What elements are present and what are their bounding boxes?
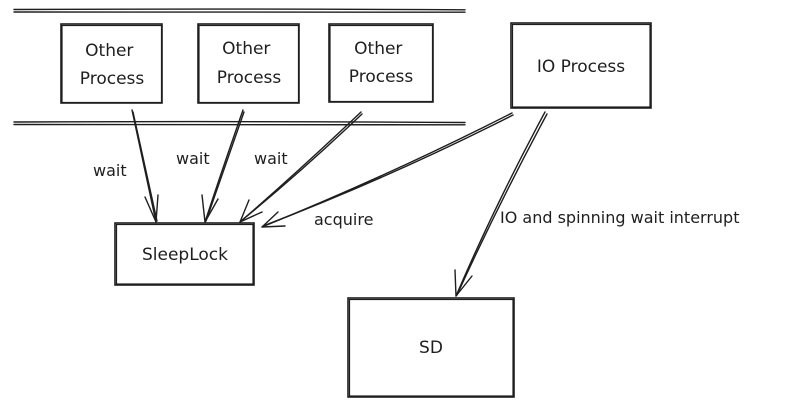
- other-process-node-2[interactable]: Other Process: [197, 23, 300, 104]
- other-process-3-label-line-1: Other: [354, 39, 402, 59]
- wait-arrow-2: [201, 109, 245, 223]
- sd-label: SD: [419, 338, 443, 358]
- wait-label-2: wait: [176, 149, 210, 168]
- other-process-2-label-line-1: Other: [222, 39, 270, 59]
- sleeplock-label: SleepLock: [142, 245, 228, 265]
- io-process-node[interactable]: IO Process: [510, 22, 652, 109]
- other-process-1-label-line-1: Other: [85, 41, 133, 61]
- other-process-2-label-line-2: Process: [217, 68, 282, 88]
- wait-arrow-3: [239, 111, 363, 223]
- io-to-sd-label: IO and spinning wait interrupt: [500, 208, 739, 227]
- other-process-2-label: Other Process: [217, 39, 282, 88]
- wait-label-3: wait: [254, 149, 288, 168]
- sd-node[interactable]: SD: [347, 297, 515, 398]
- other-process-3-label: Other Process: [349, 39, 414, 87]
- other-process-1-label: Other Process: [80, 41, 145, 89]
- wait-label-1: wait: [93, 161, 127, 180]
- io-to-sd-arrow: [454, 111, 548, 297]
- io-process-label: IO Process: [537, 57, 625, 77]
- acquire-label: acquire: [314, 210, 373, 229]
- process-lane-top-line: [13, 8, 466, 13]
- other-process-node-1[interactable]: Other Process: [60, 23, 163, 104]
- acquire-arrow: [261, 112, 514, 228]
- other-process-1-label-line-2: Process: [80, 69, 145, 89]
- wait-arrow-1: [131, 109, 159, 223]
- sleeplock-node[interactable]: SleepLock: [114, 222, 255, 286]
- other-process-3-label-line-2: Process: [349, 67, 414, 87]
- other-process-node-3[interactable]: Other Process: [328, 23, 434, 103]
